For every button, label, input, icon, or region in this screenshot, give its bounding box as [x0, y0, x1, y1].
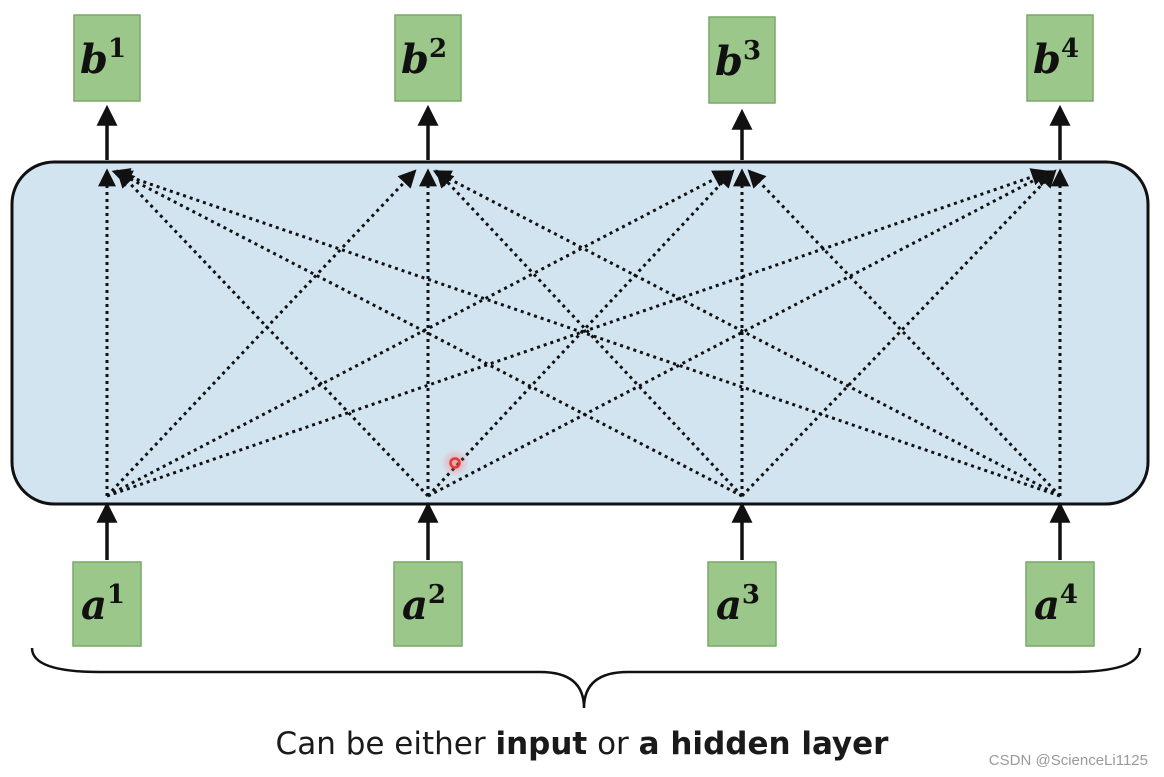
- output-node-label: b2: [401, 34, 447, 83]
- output-node-2: b2: [394, 14, 462, 102]
- connection-a1-b2: [105, 169, 417, 498]
- output-node-box: [708, 16, 776, 104]
- input-node-2: a2: [393, 561, 463, 647]
- output-nodes: b1 b2 b3 b4: [73, 14, 1094, 104]
- output-node-label: b1: [80, 34, 126, 83]
- watermark: CSDN @ScienceLi1125: [988, 752, 1148, 769]
- input-nodes: a1 a2 a3 a4: [72, 561, 1095, 647]
- input-node-3: a3: [707, 561, 777, 647]
- connection-a2-b4: [427, 170, 1054, 498]
- cursor-indicator: [441, 449, 469, 477]
- input-node-label: a1: [81, 580, 125, 629]
- connection-a1-b3: [106, 170, 732, 498]
- output-node-label: b3: [715, 36, 761, 85]
- input-node-label: a2: [402, 580, 446, 629]
- curly-brace: [30, 647, 1142, 709]
- output-node-3: b3: [708, 16, 776, 104]
- output-node-1: b1: [73, 14, 141, 102]
- solid-arrows: [96, 104, 1071, 560]
- input-node-box: [393, 561, 463, 647]
- connection-a3-b4: [740, 169, 1057, 498]
- caption-part-1: Can be either: [275, 726, 496, 762]
- input-node-box: [72, 561, 142, 647]
- connection-a3-b1: [113, 170, 743, 498]
- input-node-label: a4: [1034, 580, 1078, 629]
- connection-a4-b3: [747, 169, 1062, 498]
- caption-part-3: or: [587, 726, 639, 762]
- input-node-4: a4: [1025, 561, 1095, 647]
- output-node-4: b4: [1026, 14, 1094, 102]
- output-node-box: [1026, 14, 1094, 102]
- output-node-box: [73, 14, 141, 102]
- output-node-box: [394, 14, 462, 102]
- connection-a4-b1: [111, 168, 1061, 498]
- caption: Can be either input or a hidden layer: [0, 726, 1164, 762]
- caption-part-4: a hidden layer: [638, 726, 889, 762]
- connection-a4-b2: [432, 170, 1061, 498]
- connection-a2-b1: [116, 169, 430, 498]
- input-node-box: [1025, 561, 1095, 647]
- caption-part-2: input: [495, 726, 588, 762]
- input-node-1: a1: [72, 561, 142, 647]
- output-node-label: b4: [1033, 34, 1079, 83]
- connection-a1-b4: [106, 168, 1050, 498]
- attention-connections: [98, 168, 1069, 498]
- input-node-box: [707, 561, 777, 647]
- input-node-label: a3: [716, 580, 760, 629]
